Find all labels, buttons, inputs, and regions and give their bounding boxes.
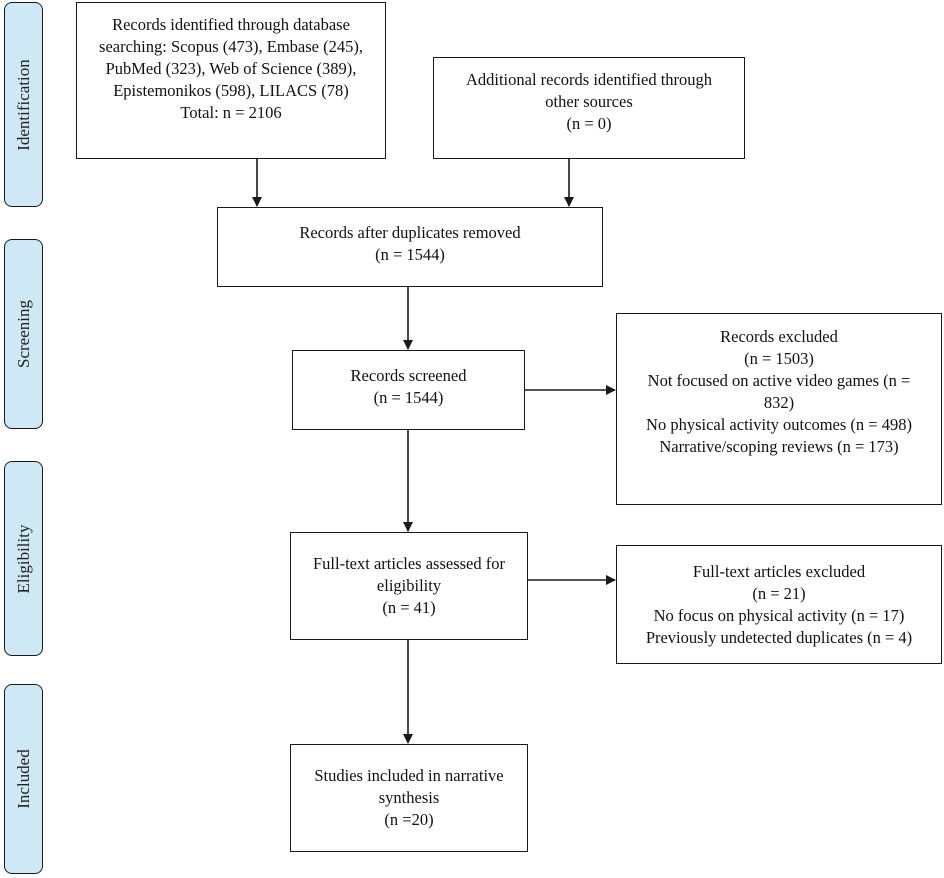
duplicates-removed-box: Records after duplicates removed (n = 15… [217, 207, 603, 287]
other-sources-box: Additional records identified through ot… [433, 57, 745, 159]
records-excluded-line-5: No physical activity outcomes (n = 498) [646, 415, 912, 434]
records-excluded-line-4: 832) [763, 393, 795, 412]
included-studies-line-3: (n =20) [384, 810, 434, 829]
fulltext-excluded-line-4: Previously undetected duplicates (n = 4) [645, 627, 913, 647]
fulltext-assessed-box: Full-text articles assessed for eligibil… [290, 532, 528, 640]
records-excluded-line-3: Not focused on active video games (n = [647, 371, 911, 390]
records-screened-line-2: (n = 1544) [373, 388, 444, 407]
fulltext-excluded-box: Full-text articles excluded (n = 21) No … [616, 545, 942, 664]
fulltext-assessed-line-1: Full-text articles assessed for [313, 554, 505, 573]
database-search-line-5: Total: n = 2106 [180, 103, 282, 122]
records-excluded-box: Records excluded (n = 1503) Not focused … [616, 313, 942, 505]
database-search-line-4: Epistemonikos (598), LILACS (78) [113, 81, 349, 100]
duplicates-removed-line-1: Records after duplicates removed [299, 223, 521, 242]
fulltext-assessed-line-2: eligibility [376, 576, 442, 595]
fulltext-assessed-line-3: (n = 41) [382, 598, 436, 617]
database-search-line-2: searching: Scopus (473), Embase (245), [99, 37, 363, 56]
records-excluded-line-1: Records excluded [720, 327, 838, 346]
database-search-line-3: PubMed (323), Web of Science (389), [105, 59, 357, 78]
fulltext-excluded-line-3: No focus on physical activity (n = 17) [653, 605, 905, 625]
included-studies-line-2: synthesis [378, 788, 440, 807]
other-sources-line-2: other sources [545, 92, 633, 111]
included-studies-line-1: Studies included in narrative [314, 766, 504, 785]
database-search-line-1: Records identified through database [112, 15, 350, 34]
records-screened-box: Records screened (n = 1544) [292, 350, 525, 430]
other-sources-line-3: (n = 0) [566, 114, 612, 133]
records-screened-line-1: Records screened [350, 366, 467, 385]
fulltext-excluded-line-1: Full-text articles excluded [692, 561, 866, 581]
phase-eligibility: Eligibility [4, 461, 43, 656]
phase-identification: Identification [4, 2, 43, 207]
phase-included: Included [4, 684, 43, 874]
fulltext-excluded-line-2: (n = 21) [752, 583, 806, 603]
records-excluded-line-6: Narrative/scoping reviews (n = 173) [659, 437, 899, 456]
records-excluded-line-2: (n = 1503) [744, 349, 814, 368]
other-sources-line-1: Additional records identified through [465, 70, 713, 89]
included-studies-box: Studies included in narrative synthesis … [290, 744, 528, 852]
database-search-box: Records identified through database sear… [76, 2, 386, 159]
duplicates-removed-line-2: (n = 1544) [375, 245, 445, 264]
phase-screening: Screening [4, 239, 43, 429]
